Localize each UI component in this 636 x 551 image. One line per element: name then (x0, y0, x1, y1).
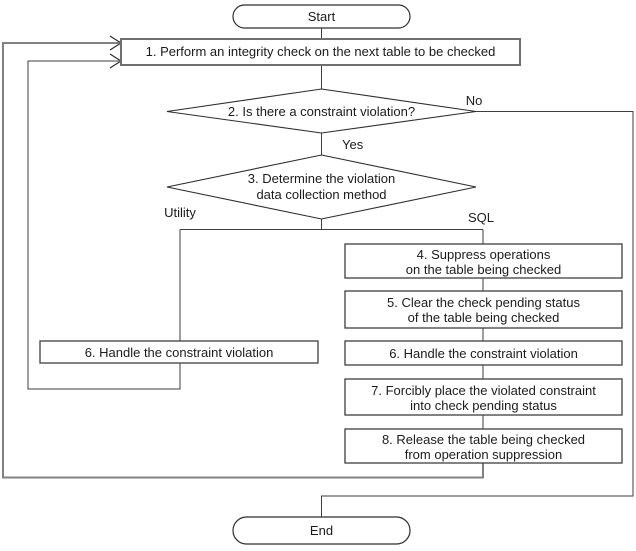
step6-sql-shape (344, 340, 623, 366)
step7-label-line2: into check pending status (410, 398, 557, 413)
step7-label-line1: 7. Forcibly place the violated constrain… (371, 383, 596, 398)
step5-node: 5. Clear the check pending status of the… (344, 290, 623, 329)
step8-label-line2: from operation suppression (405, 447, 563, 462)
step5-shape (344, 290, 623, 329)
step5-label-line1: 5. Clear the check pending status (387, 295, 580, 310)
edge-sql-loop-back (2, 42, 484, 479)
step4-shape (344, 243, 623, 279)
step6-utility-label: 6. Handle the constraint violation (85, 345, 274, 360)
step8-shape (344, 428, 623, 464)
step5-label-line2: of the table being checked (408, 310, 560, 325)
edge-label-no: No (466, 93, 483, 108)
step7-shape (344, 378, 623, 416)
step1-label: 1. Perform an integrity check on the nex… (146, 44, 496, 59)
step8-label-line1: 8. Release the table being checked (382, 432, 585, 447)
decision3-label-line1: 3. Determine the violation (248, 171, 395, 186)
start-label: Start (308, 9, 336, 24)
step1-node: 1. Perform an integrity check on the nex… (120, 38, 521, 66)
decision2-label: 2. Is there a constraint violation? (228, 104, 415, 119)
end-label: End (310, 523, 333, 538)
step4-label-line1: 4. Suppress operations (417, 247, 551, 262)
step8-node: 8. Release the table being checked from … (344, 428, 623, 464)
edge-no-path (320, 110, 634, 517)
decision2-shape (166, 88, 477, 134)
decision3-shape (166, 154, 477, 220)
edge-label-yes: Yes (342, 137, 364, 152)
start-shape (232, 4, 411, 29)
edge-label-utility: Utility (164, 205, 196, 220)
edge-branch-split (180, 219, 483, 231)
step1-shape (120, 38, 521, 66)
step6-utility-shape (39, 340, 319, 364)
step6-utility-node: 6. Handle the constraint violation (39, 340, 319, 364)
end-node: End (232, 516, 411, 545)
decision3-node: 3. Determine the violation data collecti… (166, 154, 477, 220)
decision3-label-line2: data collection method (256, 187, 386, 202)
step4-node: 4. Suppress operations on the table bein… (344, 243, 623, 279)
step6-sql-node: 6. Handle the constraint violation (344, 340, 623, 366)
edge-label-sql: SQL (468, 210, 494, 225)
step7-node: 7. Forcibly place the violated constrain… (344, 378, 623, 416)
step4-label-line2: on the table being checked (406, 262, 561, 277)
edge-utility-loop-back (27, 60, 181, 390)
end-shape (232, 516, 411, 545)
step6-sql-label: 6. Handle the constraint violation (389, 346, 578, 361)
decision2-node: 2. Is there a constraint violation? (166, 88, 477, 134)
start-node: Start (232, 4, 411, 29)
